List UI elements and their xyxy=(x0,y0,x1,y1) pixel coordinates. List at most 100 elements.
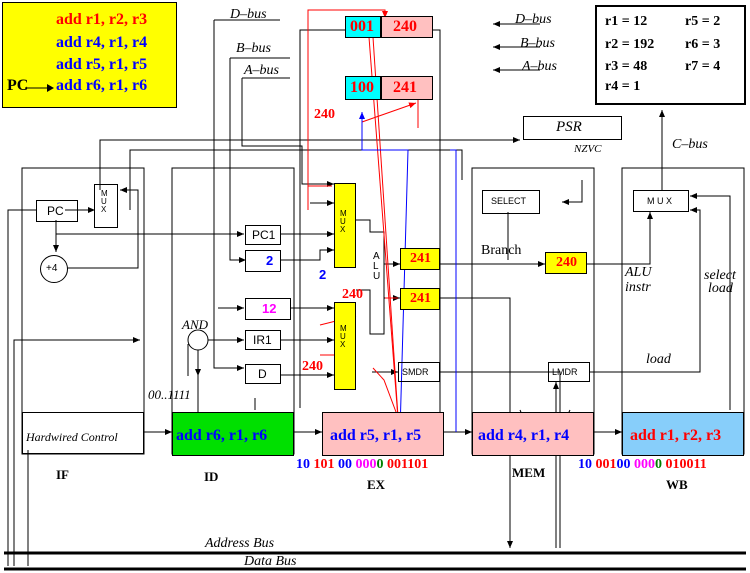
forward-240-label: 240 xyxy=(314,107,335,122)
mem-encoding-segment: 000 xyxy=(634,457,655,472)
register-file-box xyxy=(595,5,746,105)
psr-box xyxy=(523,116,622,140)
mask-label: 00..1111 xyxy=(148,387,191,402)
reg-r7: r7 = 4 xyxy=(685,59,721,74)
mem-encoding-segment: 0 xyxy=(655,457,666,472)
wb-mux xyxy=(633,190,689,212)
reg-r2: r2 = 192 xyxy=(605,37,655,52)
memory-val-240 xyxy=(381,16,433,38)
d-register xyxy=(245,364,281,384)
ex-encoding-segment: 00 xyxy=(338,457,356,472)
mem-instruction-text: add r4, r1, r4 xyxy=(478,427,570,444)
program-line-3: add r5, r1, r5 xyxy=(56,56,148,73)
alu-label: A L U xyxy=(373,251,381,282)
memory-val-240-text: 240 xyxy=(393,18,417,35)
mem-encoding-segment: 010011 xyxy=(665,457,707,472)
memory-val-241 xyxy=(381,76,433,100)
pc-register-label: PC xyxy=(47,204,64,218)
ir1-register xyxy=(245,330,281,350)
id-const-12-text: 12 xyxy=(262,301,277,316)
wb-instruction-text: add r1, r2, r3 xyxy=(630,427,722,444)
hardwired-control-label: Hardwired Control xyxy=(26,430,118,444)
smdr-label: SMDR xyxy=(402,367,429,377)
ex-instruction-register xyxy=(322,412,444,456)
alu-instr-label-1: ALU xyxy=(625,265,652,280)
c-bus-label: C–bus xyxy=(672,137,708,152)
ex-const-2: 2 xyxy=(319,267,327,282)
psr-flags: NZVC xyxy=(574,143,602,155)
pc1-register xyxy=(245,225,281,245)
ex-encoding-segment: 0 xyxy=(376,457,387,472)
mem-encoding-segment: 001 xyxy=(595,457,617,472)
wb-mux-label: M U X xyxy=(647,196,673,206)
memory-addr-001 xyxy=(345,16,381,38)
wb-stage-label: WB xyxy=(666,477,688,492)
a-bus-label: A–bus xyxy=(244,63,279,78)
mem-240-register xyxy=(545,252,587,274)
ex-forward-240b: 240 xyxy=(302,359,323,374)
ex-encoding-segment: 001101 xyxy=(387,457,429,472)
id-instruction-register xyxy=(172,412,294,456)
program-line-4: add r6, r1, r6 xyxy=(56,77,148,94)
if-mux-label: M U X xyxy=(101,189,108,214)
ex-upper-mux-label: M U X xyxy=(340,209,347,234)
mem-stage-label: MEM xyxy=(512,465,546,480)
data-bus-label: Data Bus xyxy=(244,554,297,569)
plus4-adder xyxy=(40,255,68,283)
wb-instruction-register xyxy=(622,412,744,456)
ex-upper-mux xyxy=(334,183,356,268)
program-line-1: add r1, r2, r3 xyxy=(56,11,148,28)
load-label: load xyxy=(646,352,671,367)
id-instruction-text: add r6, r1, r6 xyxy=(176,427,268,444)
plus4-label: +4 xyxy=(46,263,58,274)
alu-out-241a xyxy=(400,248,440,270)
program-listing-box xyxy=(2,2,177,108)
select-load-label-2: load xyxy=(708,281,733,296)
pc-register xyxy=(36,200,78,222)
reg-r4: r4 = 1 xyxy=(605,79,641,94)
select-load-label-1: select xyxy=(704,268,736,283)
memory-addr-100 xyxy=(345,76,381,100)
ir1-label: IR1 xyxy=(253,333,272,347)
memory-val-241-text: 241 xyxy=(393,79,417,96)
memory-addr-100-text: 100 xyxy=(350,79,374,96)
ex-forward-240: 240 xyxy=(342,287,363,302)
d-bus-label: D–bus xyxy=(230,7,267,22)
alu-out-241b-text: 241 xyxy=(410,291,431,306)
mem-instruction-register xyxy=(472,412,594,456)
reg-r6: r6 = 3 xyxy=(685,37,721,52)
hardwired-control-box xyxy=(22,412,144,454)
alu-out-241b xyxy=(400,288,440,310)
id-const-2-text: 2 xyxy=(266,253,274,268)
select-label: SELECT xyxy=(491,196,527,206)
mem-240-text: 240 xyxy=(556,255,577,270)
if-stage-label: IF xyxy=(56,467,69,482)
id-stage-label: ID xyxy=(204,469,219,484)
mem-encoding-segment: 10 xyxy=(578,457,596,472)
reg-r1: r1 = 12 xyxy=(605,14,648,29)
select-box xyxy=(482,190,540,214)
ex-encoding-segment: 000 xyxy=(355,457,377,472)
d-bus-label-right: D–bus xyxy=(515,12,552,27)
ex-encoding-segment: 101 xyxy=(313,457,338,472)
address-bus-label: Address Bus xyxy=(205,536,275,551)
ex-encoding: 10 101 00 0000 001101 xyxy=(296,458,428,472)
lmdr-register xyxy=(548,362,590,382)
ex-lower-mux-label: M U X xyxy=(340,324,347,349)
alu-out-241a-text: 241 xyxy=(410,251,431,266)
reg-r5: r5 = 2 xyxy=(685,14,721,29)
if-mux xyxy=(94,184,118,228)
d-register-label: D xyxy=(258,367,267,381)
program-pc-label: PC xyxy=(7,77,29,94)
ex-instruction-text: add r5, r1, r5 xyxy=(330,427,422,444)
program-line-2: add r4, r1, r4 xyxy=(56,34,148,51)
if-stage-frame xyxy=(21,167,145,455)
psr-label: PSR xyxy=(556,119,582,135)
alu-instr-label-2: instr xyxy=(625,280,651,295)
a-bus-label-right: A–bus xyxy=(522,59,557,74)
id-const-12 xyxy=(245,298,291,320)
memory-addr-001-text: 001 xyxy=(350,18,374,35)
smdr-register xyxy=(398,362,440,382)
mem-encoding-segment: 00 xyxy=(616,457,634,472)
